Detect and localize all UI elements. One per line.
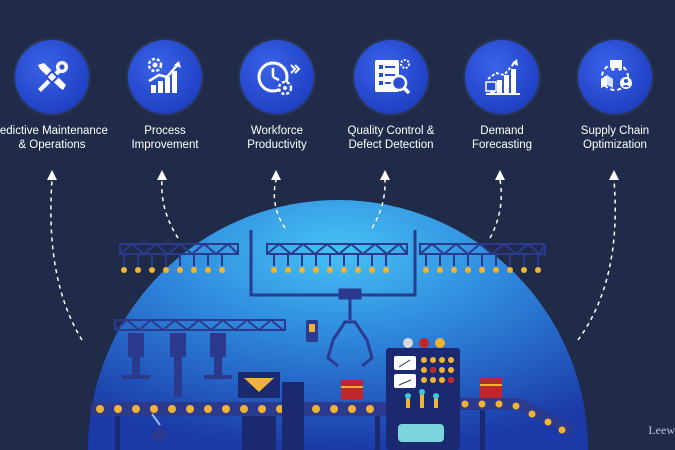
watermark: Leew (648, 423, 675, 437)
clock-gear-icon (240, 40, 314, 114)
lever (150, 424, 168, 440)
feature-demand-forecasting: Demand Forecasting (442, 40, 562, 152)
feature-label: Supply Chain Optimization (580, 125, 650, 151)
feature-label: Quality Control & Defect Detection (347, 125, 435, 151)
feature-label: Workforce Productivity (247, 125, 307, 151)
feature-label: Process Improvement (131, 125, 199, 151)
feature-label: Demand Forecasting (471, 125, 533, 151)
dome (88, 200, 588, 450)
growth-chart-gear-icon (128, 40, 202, 114)
hanging-lights (121, 254, 541, 273)
conveyor-belt (90, 398, 572, 450)
dashed-arrows (50, 179, 616, 341)
feature-quality-control: Quality Control & Defect Detection (331, 40, 451, 152)
feature-supply-chain: Supply Chain Optimization (555, 40, 675, 152)
feature-process-improvement: Process Improvement (105, 40, 225, 152)
arrow-heads (47, 170, 619, 180)
presses (122, 333, 232, 397)
checklist-magnifier-icon (354, 40, 428, 114)
forecast-chart-icon (465, 40, 539, 114)
feature-workforce-productivity: Workforce Productivity (217, 40, 337, 152)
control-panel (386, 338, 460, 450)
feature-label: redictive Maintenance & Operations (0, 125, 108, 151)
gantry-claw (249, 230, 417, 368)
feature-predictive-maintenance: redictive Maintenance & Operations (0, 40, 112, 152)
press-truss (114, 318, 286, 332)
supply-chain-cycle-icon (578, 40, 652, 114)
wrench-screwdriver-icon (15, 40, 89, 114)
red-boxes (341, 378, 502, 400)
